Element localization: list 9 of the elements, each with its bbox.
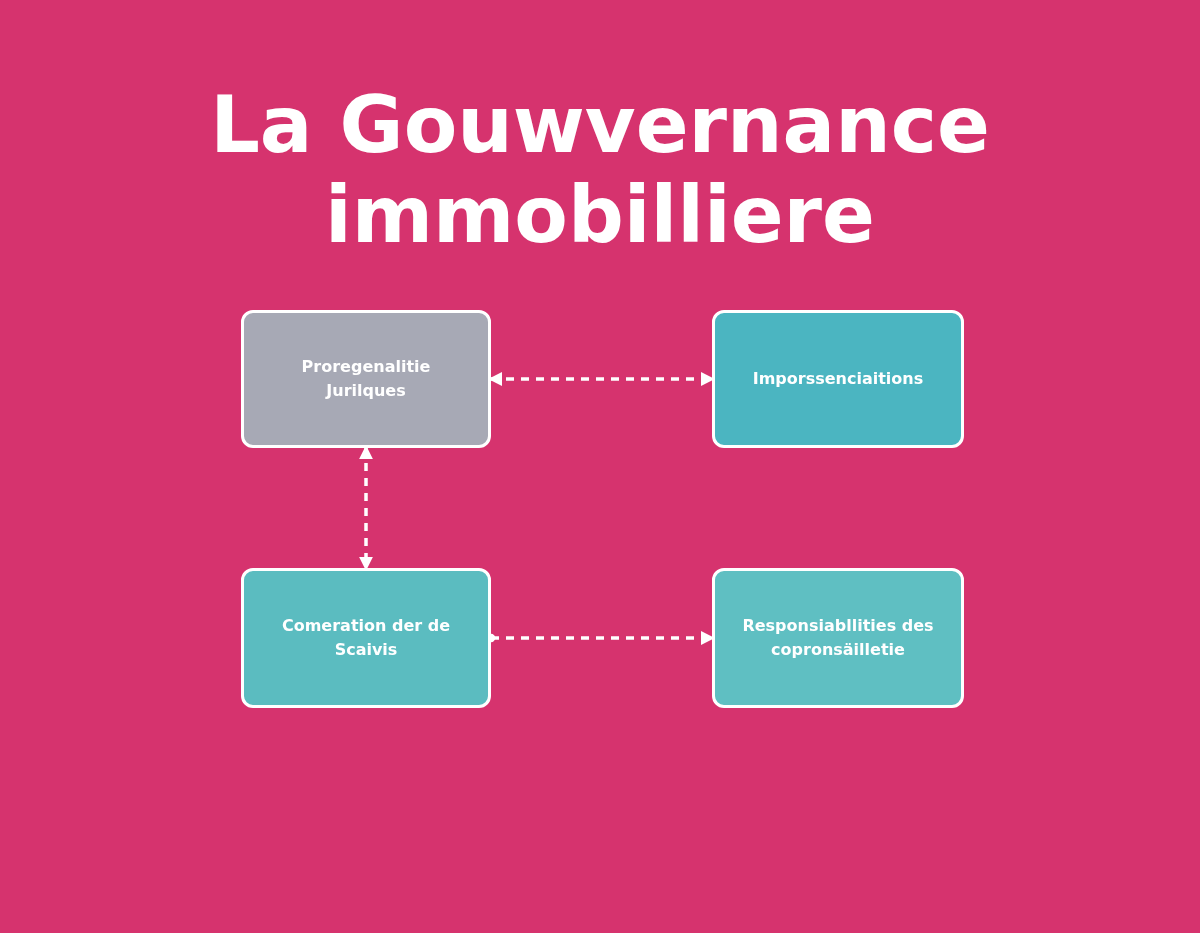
process-box [712,568,964,708]
box-label: Comeration der de Scaivis [280,615,452,661]
process-box [241,310,491,448]
box-label: Imporssenciaitions [752,368,924,390]
process-box [241,568,491,708]
title: La Gouwvernance immobilliere [209,80,991,260]
process-box [712,310,964,448]
box-label: Responsiabllities des copronsäilletie [741,615,935,661]
box-label: Proregenalitie Jurilques [300,356,432,402]
